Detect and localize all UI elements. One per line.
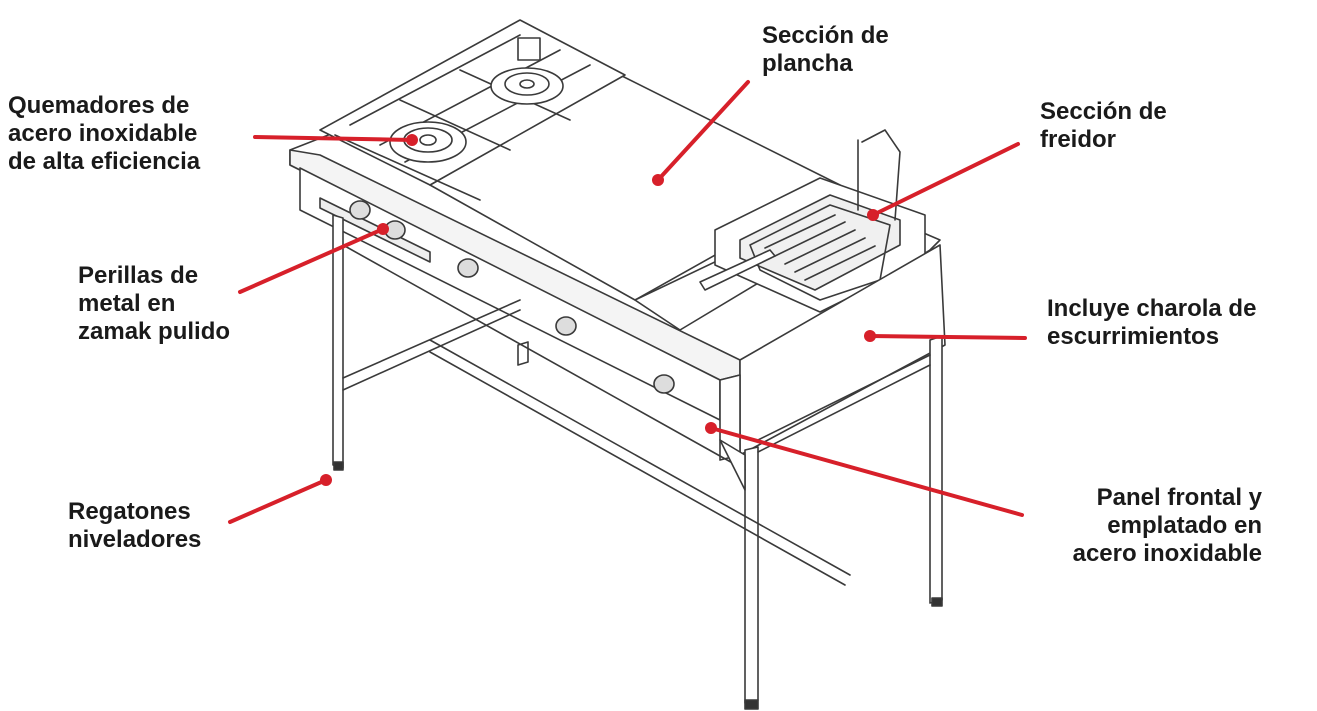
label-freidor: Sección de freidor [1040, 98, 1167, 153]
burners [389, 67, 564, 163]
callout-plancha [652, 80, 750, 186]
label-charola: Incluye charola de escurrimientos [1047, 295, 1257, 350]
label-plancha: Sección de plancha [762, 22, 889, 77]
callout-panel [705, 422, 1024, 517]
label-regatones: Regatones niveladores [68, 498, 202, 553]
callout-quemadores [253, 134, 418, 146]
knobs [349, 200, 675, 394]
callout-freidor [867, 142, 1020, 221]
callout-regatones [228, 474, 332, 524]
callout-charola [864, 330, 1027, 342]
callout-perillas [238, 223, 389, 294]
legs [332, 214, 943, 710]
label-quemadores: Quemadores de acero inoxidable de alta e… [8, 92, 201, 175]
label-panel: Panel frontal y emplatado en acero inoxi… [1072, 484, 1262, 567]
lower-frame [342, 244, 931, 586]
label-perillas: Perillas de metal en zamak pulido [78, 262, 231, 345]
